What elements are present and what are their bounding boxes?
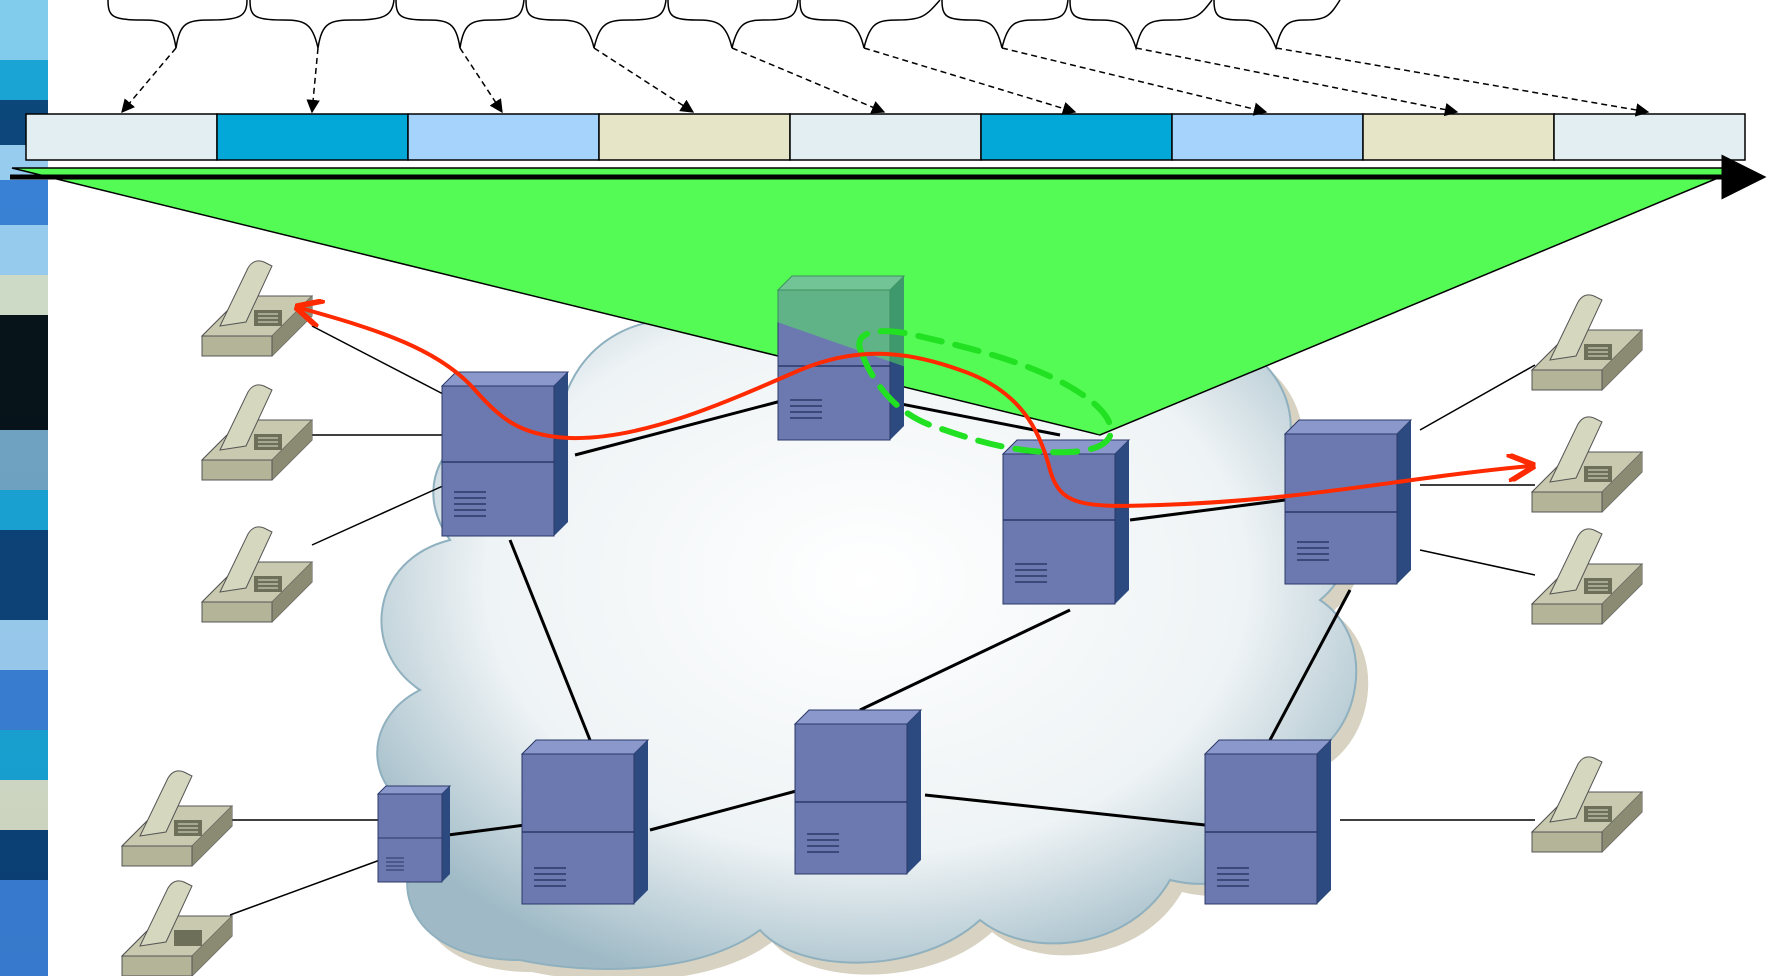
arrow-icon — [863, 47, 1077, 115]
telephone-right-1 — [1530, 294, 1644, 391]
arrow-icon — [1001, 47, 1268, 116]
brace-icon — [941, 0, 1069, 49]
time-slot-4 — [598, 113, 791, 161]
link — [1129, 498, 1286, 522]
server-right — [1283, 419, 1413, 585]
telephone-right-2 — [1530, 416, 1644, 513]
link — [649, 788, 801, 832]
telephone-bottom-left-1 — [120, 770, 234, 867]
telephone-links — [229, 325, 1536, 916]
telephone-left-2 — [200, 384, 314, 481]
brace-icon — [395, 0, 525, 49]
brace-group — [107, 0, 1341, 51]
link — [924, 793, 1206, 827]
telephone-icon — [1530, 756, 1644, 853]
arrow-icon — [1135, 47, 1459, 117]
server-icon — [520, 739, 650, 905]
tdm-frame-bar — [25, 113, 1746, 161]
arrow-icon — [731, 47, 886, 114]
server-icon — [793, 709, 923, 875]
arrow-icon — [593, 47, 695, 113]
server-bottom-left — [520, 739, 650, 905]
brace-icon — [525, 0, 667, 49]
telephone-icon — [1530, 416, 1644, 513]
telephone-icon — [200, 384, 314, 481]
brace-icon — [1069, 0, 1213, 51]
link — [508, 539, 592, 741]
telephone-left-1 — [200, 260, 314, 357]
telephone-icon — [1530, 294, 1644, 391]
brace-icon — [1213, 0, 1341, 51]
server-bottom-right — [1203, 739, 1333, 905]
brace-icon — [107, 0, 248, 49]
server-icon — [1001, 439, 1131, 605]
call-path-arrow-icon — [300, 308, 1530, 508]
arrow-icon — [459, 47, 503, 114]
time-slot-1 — [25, 113, 218, 161]
brace-icon — [249, 0, 395, 49]
server-left-top — [440, 371, 570, 537]
brace-icon — [799, 0, 941, 49]
arrow-icon — [1275, 47, 1650, 117]
server-icon — [440, 371, 570, 537]
telephone-right-4 — [1530, 756, 1644, 853]
telephone-icon — [120, 880, 234, 976]
time-slot-2 — [216, 113, 409, 161]
time-slot-8 — [1362, 113, 1555, 161]
time-slot-5 — [789, 113, 982, 161]
server-icon — [1203, 739, 1333, 905]
time-slot-6 — [980, 113, 1173, 161]
server-center-right — [1001, 439, 1131, 605]
server-icon — [1283, 419, 1413, 585]
server-icon — [376, 785, 452, 883]
telephone-icon — [200, 526, 314, 623]
arrow-icon — [306, 47, 320, 114]
telephone-right-3 — [1530, 528, 1644, 625]
telephone-icon — [120, 770, 234, 867]
link — [859, 608, 1071, 712]
time-slot-3 — [407, 113, 600, 161]
time-slot-9 — [1553, 113, 1746, 161]
brace-icon — [667, 0, 799, 49]
left-stripe-bar — [0, 0, 48, 976]
server-small-access — [376, 785, 452, 883]
arrow-icon — [121, 47, 177, 114]
time-slot-7 — [1171, 113, 1364, 161]
telephone-icon — [200, 260, 314, 357]
telephone-icon — [1530, 528, 1644, 625]
link — [447, 823, 526, 837]
server-bottom-center — [793, 709, 923, 875]
telephone-bottom-left-2 — [120, 880, 234, 976]
mapping-arrows — [121, 47, 1650, 117]
telephone-left-3 — [200, 526, 314, 623]
link — [1268, 589, 1352, 741]
